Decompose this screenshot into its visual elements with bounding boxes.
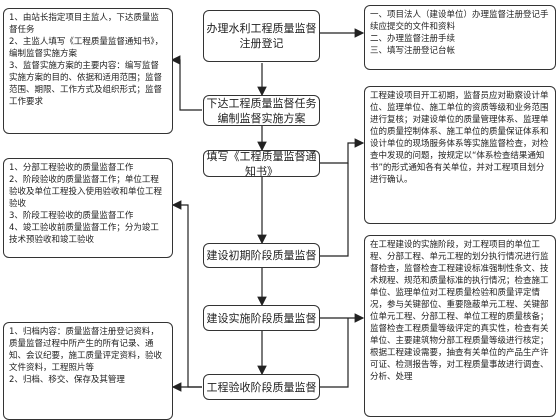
note-registration-docs: 一、项目法人（建设单位）办理监督注册登记手续应提交的文件和资料 二、办理监督注册… — [364, 5, 556, 70]
step-label: 填写《工程质量监督通知书》 — [206, 149, 317, 178]
note-line: 工程建设项目开工初期，监督员应对勘察设计单位、监理单位、施工单位的资质等级和业务… — [370, 91, 549, 185]
note-implementation-inspection: 在工程建设的实施阶段，对工程项目的单位工程、分部工程、单元工程的划分执行情况进行… — [364, 235, 556, 417]
link-arrow — [171, 200, 202, 388]
step-label: 下达工程质量监督任务编制监督实施方案 — [206, 96, 317, 125]
step-registration: 办理水利工程质量监督注册登记 — [203, 10, 320, 62]
note-line: 1、归档内容：质量监督注册登记资料，质量监督过程中所产生的所有记录、通知、会议纪… — [9, 327, 163, 373]
link-arrow — [170, 55, 202, 111]
note-line: 2、阶段验收的质量监督工作；单位工程验收及单位工程投入使用验收和单位工程验收 — [9, 175, 163, 209]
note-line: 1、由站长指定项目主监人，下达质量监督任务 — [9, 13, 159, 35]
note-line: 4、竣工验收前质量监督工作；分为竣工技术预验收和竣工验收 — [9, 223, 159, 245]
note-line: 1、分部工程验收的质量监督工作 — [9, 163, 134, 173]
step-implementation-phase: 建设实施阶段质量监督 — [203, 305, 320, 331]
step-acceptance-phase: 工程验收阶段质量监督 — [203, 374, 320, 400]
note-line: 2、主监人填写《工程质量监督通知书》，编制监督实施方案 — [9, 37, 164, 59]
link-arrow — [320, 163, 349, 257]
step-label: 工程验收阶段质量监督 — [206, 380, 317, 394]
link-arrow — [320, 138, 365, 164]
note-line: 一、项目法人（建设单位）办理监督注册登记手续应提交的文件和资料 — [370, 10, 549, 32]
link-arrow — [320, 318, 349, 388]
note-line: 2、归档、移交、保存及其管理 — [9, 375, 125, 385]
step-fill-notice: 填写《工程质量监督通知书》 — [203, 149, 320, 178]
note-line: 3、阶段工程验收的质量监督工作 — [9, 211, 134, 221]
step-label: 办理水利工程质量监督注册登记 — [206, 22, 317, 50]
note-line: 三、填写注册登记台帐 — [370, 46, 456, 56]
note-line: 在工程建设的实施阶段，对工程项目的单位工程、分部工程、单元工程的划分执行情况进行… — [370, 240, 549, 382]
note-line: 3、监督实施方案的主要内容：编写监督实施方案的目的、依据和适用范围；监督范围、期… — [9, 61, 163, 107]
note-acceptance-work: 1、分部工程验收的质量监督工作 2、阶段验收的质量监督工作；单位工程验收及单位工… — [3, 158, 173, 258]
step-initial-phase: 建设初期阶段质量监督 — [203, 243, 320, 268]
step-issue-task: 下达工程质量监督任务编制监督实施方案 — [203, 95, 320, 126]
note-line: 二、办理监督注册手续 — [370, 34, 456, 44]
step-label: 建设实施阶段质量监督 — [206, 311, 317, 325]
note-archiving: 1、归档内容：质量监督注册登记资料，质量监督过程中所产生的所有记录、通知、会议纪… — [3, 322, 173, 420]
step-label: 建设初期阶段质量监督 — [206, 249, 317, 262]
note-initial-inspection: 工程建设项目开工初期，监督员应对勘察设计单位、监理单位、施工单位的资质等级和业务… — [364, 86, 556, 224]
note-task-plan: 1、由站长指定项目主监人，下达质量监督任务 2、主监人填写《工程质量监督通知书》… — [3, 8, 173, 134]
